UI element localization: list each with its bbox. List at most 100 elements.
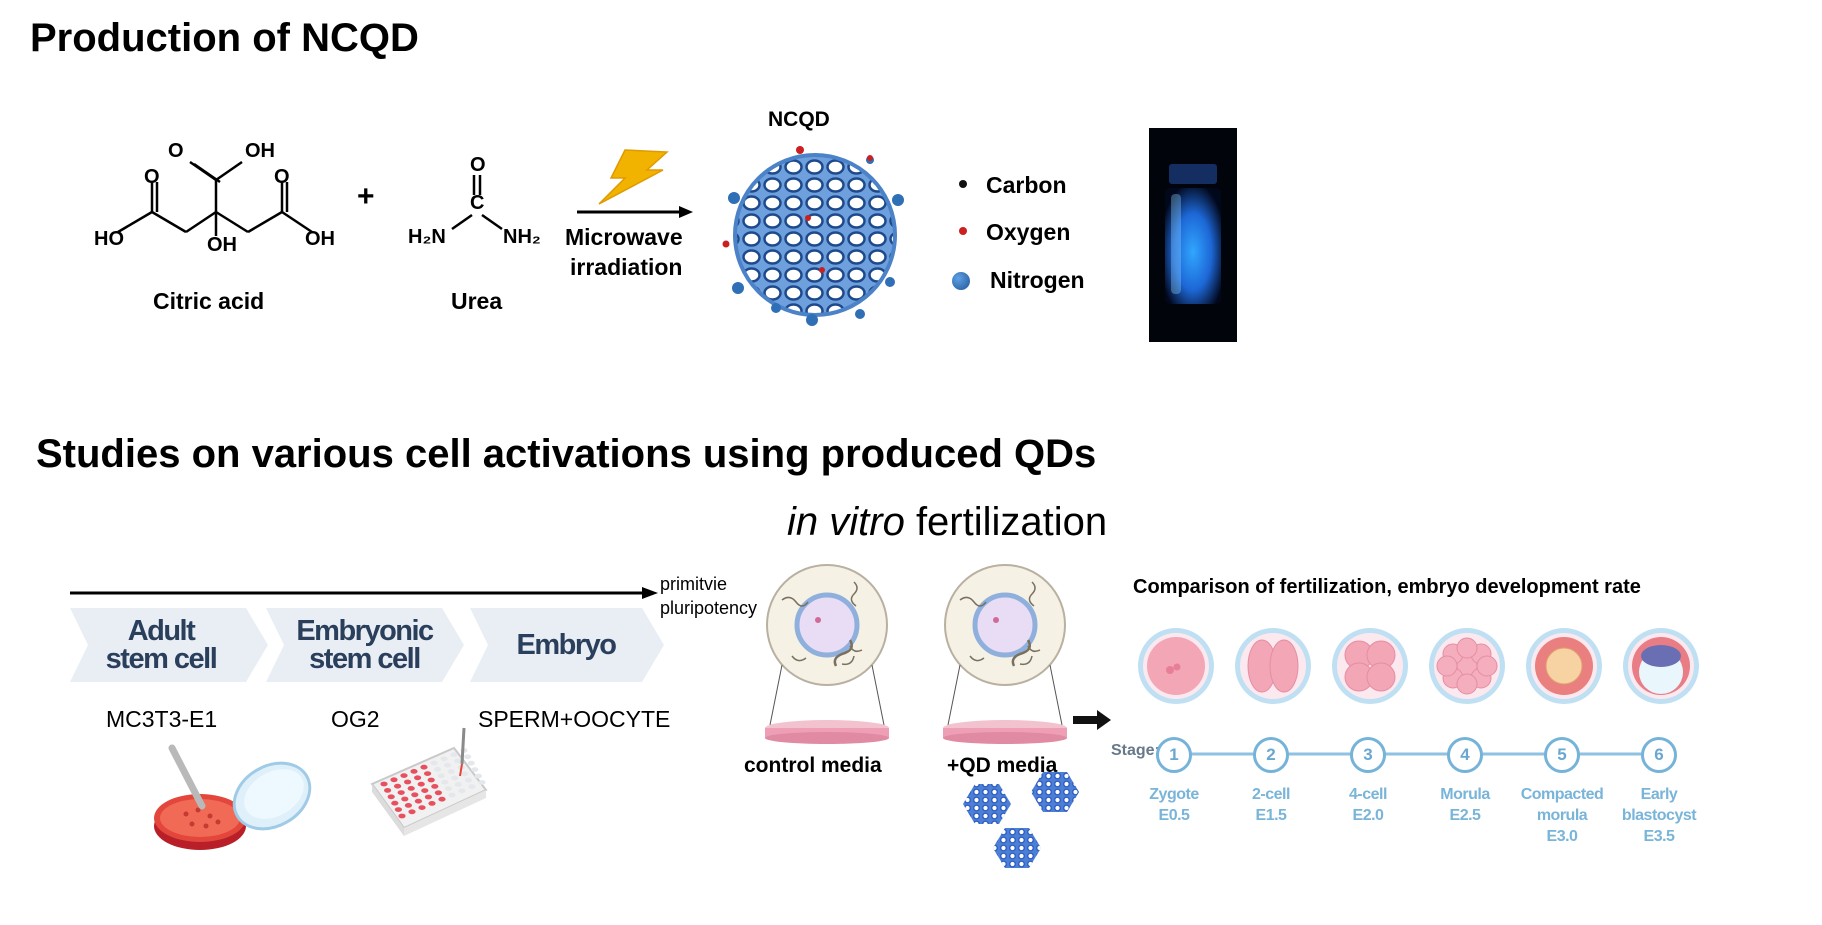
chevron-adult-stem-cell bbox=[70, 608, 268, 682]
cell-og2: OG2 bbox=[331, 706, 380, 732]
well bbox=[410, 769, 418, 774]
stage-2-label: 2-cell E1.5 bbox=[1252, 786, 1290, 824]
well bbox=[414, 798, 422, 804]
morula-core bbox=[1545, 647, 1583, 685]
development-title: Comparison of fertilization, embryo deve… bbox=[1133, 576, 1641, 598]
citric-ho-left: HO bbox=[94, 228, 124, 250]
well bbox=[444, 786, 452, 791]
stage-embryonic-line1: Embryonic bbox=[296, 615, 434, 647]
well bbox=[424, 794, 432, 800]
stage-6-circle: 6 bbox=[1641, 737, 1677, 773]
stage-embryonic-line2: stem cell bbox=[309, 643, 421, 675]
reaction-arrow bbox=[577, 206, 693, 218]
well bbox=[380, 781, 388, 787]
blastomere bbox=[1476, 655, 1498, 677]
urea-o: O bbox=[470, 154, 486, 176]
well bbox=[430, 760, 438, 766]
citric-acid-structure bbox=[117, 160, 313, 236]
oxygen-legend-dot bbox=[959, 227, 967, 235]
urea-label: Urea bbox=[451, 288, 503, 314]
production-title: Production of NCQD bbox=[30, 16, 419, 60]
pluripotency-label-line1: primitvie bbox=[660, 574, 728, 594]
stage-1-label: Zygote E0.5 bbox=[1149, 786, 1199, 824]
stage-axis-label: Stage: bbox=[1111, 742, 1160, 759]
ncqd-particle-icon bbox=[722, 146, 904, 326]
plus-sign: + bbox=[357, 180, 375, 213]
well bbox=[448, 792, 456, 798]
well bbox=[464, 754, 472, 760]
well bbox=[458, 788, 466, 794]
well bbox=[404, 803, 412, 808]
citric-oh-top: OH bbox=[245, 140, 275, 162]
stage-5-label: Compacted morula E3.0 bbox=[1520, 786, 1604, 845]
ivf-title-italic: in vitro bbox=[787, 500, 905, 544]
well bbox=[394, 807, 402, 812]
well-plate-icon bbox=[370, 727, 488, 836]
petri-dish-icon bbox=[154, 744, 312, 850]
cell-mc3t3-e1: MC3T3-E1 bbox=[106, 706, 218, 732]
well bbox=[431, 784, 439, 789]
urea-c: C bbox=[470, 192, 485, 214]
blastomere bbox=[1456, 673, 1478, 695]
cell-sperm-oocyte: SPERM+OOCYTE bbox=[478, 706, 671, 732]
stage-embryo-line1: Embryo bbox=[516, 629, 617, 661]
urea-structure bbox=[451, 175, 503, 231]
well bbox=[421, 788, 429, 793]
stage-3-label: 4-cell E2.0 bbox=[1349, 786, 1387, 824]
well bbox=[474, 773, 482, 779]
stage-5-circle: 5 bbox=[1544, 737, 1580, 773]
well bbox=[471, 767, 479, 772]
well bbox=[467, 760, 475, 766]
legend-oxygen: Oxygen bbox=[986, 219, 1071, 245]
blastomere bbox=[1366, 662, 1396, 692]
well bbox=[450, 752, 458, 757]
well bbox=[411, 792, 419, 798]
well bbox=[414, 775, 422, 781]
citric-acid-label: Citric acid bbox=[153, 288, 265, 314]
stage-6-label: Early blastocyst E3.5 bbox=[1621, 786, 1697, 845]
ncqd-label: NCQD bbox=[768, 108, 830, 131]
group-control-media: control media bbox=[744, 754, 882, 777]
well bbox=[441, 779, 449, 785]
blastomere bbox=[1269, 639, 1299, 693]
well bbox=[427, 777, 435, 783]
well bbox=[438, 796, 446, 802]
citric-o-right: O bbox=[274, 166, 290, 188]
well bbox=[420, 764, 428, 770]
qd-cluster-icon bbox=[963, 772, 1079, 868]
well bbox=[417, 781, 425, 787]
stage-adult-line1: Adult bbox=[127, 615, 196, 647]
urea-nh2: NH₂ bbox=[503, 226, 541, 248]
well bbox=[391, 800, 399, 806]
nitrogen-legend-dot bbox=[952, 272, 970, 290]
studies-title: Studies on various cell activations usin… bbox=[36, 432, 1097, 476]
well bbox=[444, 762, 452, 768]
well bbox=[454, 782, 462, 787]
well bbox=[398, 813, 406, 819]
blastomere bbox=[1436, 655, 1458, 677]
well bbox=[394, 783, 402, 789]
well bbox=[464, 777, 472, 783]
stage-3-circle: 3 bbox=[1350, 737, 1386, 773]
pluripotency-label-line2: pluripotency bbox=[660, 598, 758, 618]
well bbox=[390, 777, 398, 783]
well bbox=[401, 796, 409, 802]
well bbox=[447, 769, 455, 774]
embryo-inner bbox=[1337, 633, 1403, 699]
well bbox=[404, 779, 412, 785]
citric-oh-right: OH bbox=[305, 228, 335, 250]
well bbox=[454, 758, 462, 764]
well bbox=[434, 767, 442, 772]
well bbox=[461, 771, 469, 777]
well bbox=[408, 809, 416, 815]
ivf-title: in vitro fertilization bbox=[787, 500, 1107, 545]
well bbox=[397, 790, 405, 795]
stage-1-circle: 1 bbox=[1156, 737, 1192, 773]
carbon-legend-dot bbox=[959, 180, 967, 188]
stage-4-circle: 4 bbox=[1447, 737, 1483, 773]
condition-line2: irradiation bbox=[570, 254, 683, 280]
stage-2-circle: 2 bbox=[1253, 737, 1289, 773]
